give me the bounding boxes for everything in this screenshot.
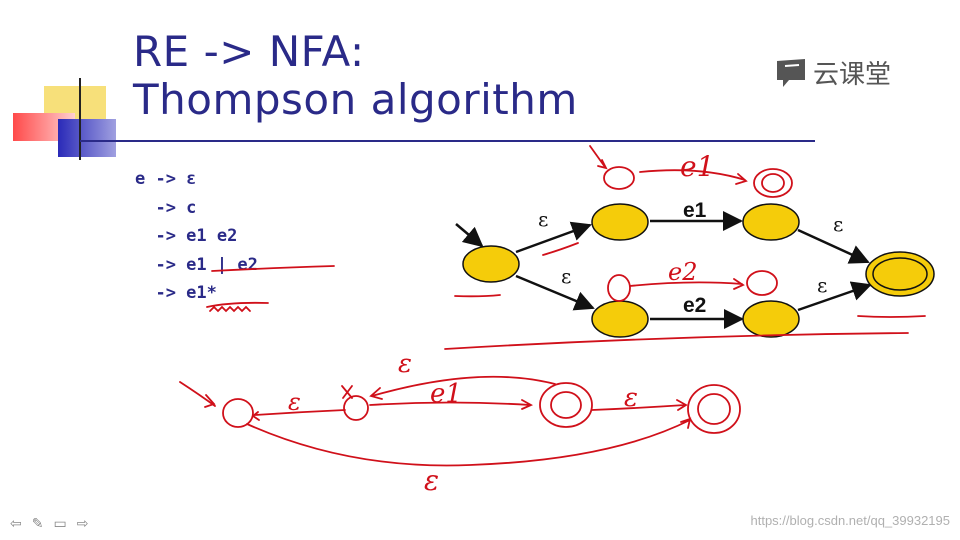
slide-title: RE -> NFA: Thompson algorithm <box>133 28 578 124</box>
sketch-underline-start <box>454 294 501 298</box>
label-epsilon-2: ε <box>561 264 571 288</box>
sketch-star-edge-e1 <box>369 399 534 410</box>
pen-tool-icon[interactable]: ✎ <box>31 515 44 531</box>
title-rule <box>80 140 815 142</box>
sketch-star-state-2-inner <box>550 391 582 419</box>
sketch-state-mid-start <box>607 274 631 302</box>
annot-epsilon-skip: ε <box>424 464 439 497</box>
label-e1: e1 <box>683 199 707 222</box>
state-lower-1 <box>591 300 649 338</box>
sketch-edge-mid <box>629 278 745 290</box>
edge-start-to-lower <box>515 274 595 311</box>
sketch-star-state-start <box>222 398 254 428</box>
sketch-star-edge-eps1 <box>251 409 346 421</box>
label-epsilon-4: ε <box>817 273 827 297</box>
underline-union <box>211 265 335 272</box>
state-start <box>462 245 520 283</box>
handwritten-labels: e1 e2 ε e1 ε ε ε <box>288 150 714 497</box>
sketch-star-state-2-outer <box>539 382 593 428</box>
sketch-state-top-final-inner <box>761 173 785 193</box>
label-epsilon-1: ε <box>538 207 548 231</box>
annot-epsilon-start: ε <box>288 388 301 416</box>
label-epsilon-3: ε <box>833 212 843 236</box>
squiggle-star <box>209 305 251 313</box>
grammar-row: -> e1 e2 <box>135 226 238 246</box>
grammar-row: -> e1* <box>135 283 217 303</box>
sketch-state-top-final <box>753 168 793 198</box>
label-e2: e2 <box>683 294 706 317</box>
sketch-star-state-1 <box>343 395 369 421</box>
annot-e1-bottom: e1 <box>430 379 462 409</box>
sketch-edge-top <box>639 169 748 185</box>
sketch-star-state-final-inner <box>697 393 731 425</box>
grammar-row: -> c <box>135 197 197 218</box>
nfa-diagram: ε ε ε ε e1 e2 <box>455 199 935 338</box>
title-line-2: Thompson algorithm <box>133 75 578 124</box>
state-upper-2 <box>742 203 800 241</box>
next-slide-icon[interactable]: ⇨ <box>76 515 89 531</box>
slide-nav: ⇦ ✎ ▭ ⇨ <box>10 515 88 532</box>
sketch-star-back-edge <box>369 375 556 400</box>
sketch-star-edge-eps2 <box>591 399 688 411</box>
logo-text: 云课堂 <box>813 60 892 90</box>
sketch-star-cross <box>341 385 353 399</box>
edge-start-to-upper <box>515 221 592 254</box>
state-lower-2 <box>742 300 800 338</box>
sketch-underline-final <box>857 315 926 318</box>
sketch-star-state-final-outer <box>687 384 741 434</box>
decor-vertical-line <box>79 78 81 160</box>
state-final-inner <box>872 257 928 291</box>
start-arrow <box>455 223 484 248</box>
handwritten-annotations <box>179 145 926 467</box>
annot-epsilon-back: ε <box>398 349 412 379</box>
watermark: https://blog.csdn.net/qq_39932195 <box>750 513 951 528</box>
prev-slide-icon[interactable]: ⇦ <box>10 515 22 531</box>
sketch-underline-upper <box>542 242 579 256</box>
menu-icon[interactable]: ▭ <box>53 515 67 531</box>
sketch-arrow-top <box>589 145 608 170</box>
sketch-start-arrow <box>179 381 216 408</box>
sketch-star-skip-edge <box>246 417 692 467</box>
logo: 云课堂 <box>775 54 891 91</box>
underline-star <box>206 301 269 308</box>
annot-e2-mid: e2 <box>668 258 697 286</box>
edge-upper-to-final <box>797 228 870 264</box>
sketch-long-curve <box>444 332 909 350</box>
state-upper-1 <box>591 203 649 241</box>
decor-blue-square <box>58 119 116 157</box>
chat-bubble-icon <box>777 58 805 87</box>
grammar-row: e -> ε <box>135 169 197 189</box>
annot-epsilon-final: ε <box>624 383 638 413</box>
sketch-state-mid-final <box>746 270 778 296</box>
sketch-state-top-start <box>603 166 635 190</box>
edge-lower-to-final <box>797 281 872 312</box>
annot-e1-top: e1 <box>680 150 714 183</box>
title-line-1: RE -> NFA: <box>133 27 365 76</box>
